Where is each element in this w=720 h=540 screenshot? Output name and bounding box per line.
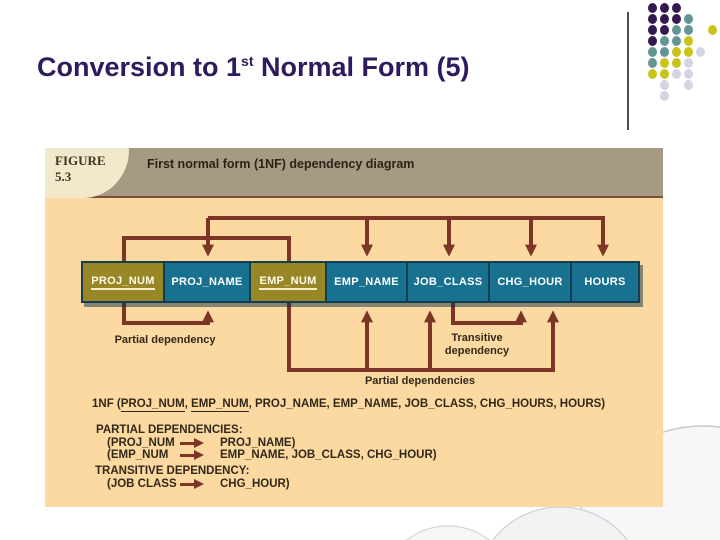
decor-dot xyxy=(660,91,669,101)
decor-dot xyxy=(672,36,681,46)
decor-dot xyxy=(672,3,681,13)
decor-dot xyxy=(684,80,693,90)
decor-dot xyxy=(660,80,669,90)
rule-rhs: PROJ_NAME) xyxy=(220,437,296,449)
label-transitive-line2: dependency xyxy=(444,345,510,357)
decor-dot xyxy=(708,25,717,35)
figure-label: FIGURE xyxy=(55,153,106,168)
decor-dot xyxy=(648,25,657,35)
partial-dependency-bracket-projnum xyxy=(122,303,214,325)
relation-separator: , xyxy=(184,398,192,410)
field-label: JOB_CLASS xyxy=(413,276,483,288)
right-arrow-icon xyxy=(180,479,206,489)
field-label: EMP_NAME xyxy=(334,276,399,288)
decor-dot xyxy=(648,3,657,13)
field-label: PROJ_NAME xyxy=(171,276,243,288)
relation-key2: EMP_NUM xyxy=(191,398,249,412)
figure-number: 5.3 xyxy=(55,169,72,184)
decor-dot xyxy=(660,3,669,13)
right-arrow-icon xyxy=(180,450,206,460)
page-title: Conversion to 1st Normal Form (5) xyxy=(37,52,470,83)
decor-dot xyxy=(684,58,693,68)
decor-dot xyxy=(648,14,657,24)
decor-dot xyxy=(648,36,657,46)
dependency-diagram xyxy=(122,216,609,372)
relation-key1: PROJ_NUM xyxy=(120,398,185,412)
partial-dependencies-bracket-empnum xyxy=(287,303,559,372)
field-cell-chg-hour: CHG_HOUR xyxy=(490,263,572,301)
decor-dot xyxy=(660,36,669,46)
right-arrow-icon xyxy=(180,438,206,448)
decor-dot xyxy=(660,14,669,24)
label-transitive-dependency: Transitive dependency xyxy=(417,332,537,358)
decor-dot xyxy=(684,14,693,24)
transitive-dependency-header: TRANSITIVE DEPENDENCY: xyxy=(95,465,250,477)
transitive-rule-1: (JOB CLASS CHG_HOUR) xyxy=(107,478,290,490)
field-cell-hours: HOURS xyxy=(572,263,638,301)
decor-dot xyxy=(648,47,657,57)
transitive-dependency-bracket xyxy=(451,303,527,325)
partial-dependencies-header: PARTIAL DEPENDENCIES: xyxy=(96,424,243,436)
decor-dot xyxy=(684,25,693,35)
decor-dot xyxy=(684,36,693,46)
relation-rest: , PROJ_NAME, EMP_NAME, JOB_CLASS, CHG_HO… xyxy=(248,398,606,410)
label-partial-dependency: Partial dependency xyxy=(114,334,216,346)
field-cell-emp-num: EMP_NUM xyxy=(251,263,327,301)
decor-dot xyxy=(648,58,657,68)
rule-lhs: (JOB CLASS xyxy=(107,478,177,490)
decor-dot xyxy=(684,69,693,79)
decor-dot xyxy=(696,47,705,57)
partial-rule-2: (EMP_NUM EMP_NAME, JOB_CLASS, CHG_HOUR) xyxy=(107,449,437,461)
decor-dot xyxy=(672,25,681,35)
figure-caption: First normal form (1NF) dependency diagr… xyxy=(147,157,415,171)
figure-panel: FIGURE 5.3 First normal form (1NF) depen… xyxy=(45,148,663,507)
decor-dot xyxy=(660,69,669,79)
decor-dot xyxy=(660,58,669,68)
field-label: PROJ_NUM xyxy=(91,275,155,290)
field-label: HOURS xyxy=(584,276,626,288)
decor-dot xyxy=(672,14,681,24)
figure-label-box: FIGURE 5.3 xyxy=(45,148,129,198)
figure-header-bar: FIGURE 5.3 First normal form (1NF) depen… xyxy=(45,148,663,198)
field-cell-proj-num: PROJ_NUM xyxy=(83,263,165,301)
decor-dot xyxy=(648,69,657,79)
relation-notation-line: 1NF (PROJ_NUM, EMP_NUM, PROJ_NAME, EMP_N… xyxy=(92,398,606,412)
divider-line xyxy=(627,12,629,130)
decor-dot xyxy=(672,47,681,57)
decor-dot xyxy=(684,47,693,57)
decor-dot xyxy=(672,69,681,79)
decor-dot xyxy=(660,47,669,57)
field-cell-job-class: JOB_CLASS xyxy=(408,263,490,301)
title-text: Conversion to 1 xyxy=(37,52,242,82)
label-partial-dependencies: Partial dependencies xyxy=(364,375,476,387)
decor-dot xyxy=(660,25,669,35)
label-transitive-line1: Transitive xyxy=(451,332,503,344)
rule-lhs: (EMP_NUM xyxy=(107,449,169,461)
key-dependency-line xyxy=(208,216,609,257)
relation-prefix: 1NF ( xyxy=(92,398,121,410)
figure-body: PROJ_NUM PROJ_NAME EMP_NUM EMP_NAME JOB_… xyxy=(45,198,663,507)
table-row: PROJ_NUM PROJ_NAME EMP_NUM EMP_NAME JOB_… xyxy=(81,261,640,303)
dots-pattern xyxy=(648,3,718,113)
rule-rhs: CHG_HOUR) xyxy=(220,478,290,490)
field-label: CHG_HOUR xyxy=(497,276,563,288)
field-cell-proj-name: PROJ_NAME xyxy=(165,263,251,301)
rule-rhs: EMP_NAME, JOB_CLASS, CHG_HOUR) xyxy=(220,449,437,461)
rule-lhs: (PROJ_NUM xyxy=(107,437,175,449)
field-label: EMP_NUM xyxy=(259,275,317,290)
partial-rule-1: (PROJ_NUM PROJ_NAME) xyxy=(107,437,295,449)
title-text-suffix: Normal Form (5) xyxy=(253,52,470,82)
decor-dot xyxy=(672,58,681,68)
title-superscript: st xyxy=(241,53,254,69)
field-cell-emp-name: EMP_NAME xyxy=(327,263,408,301)
